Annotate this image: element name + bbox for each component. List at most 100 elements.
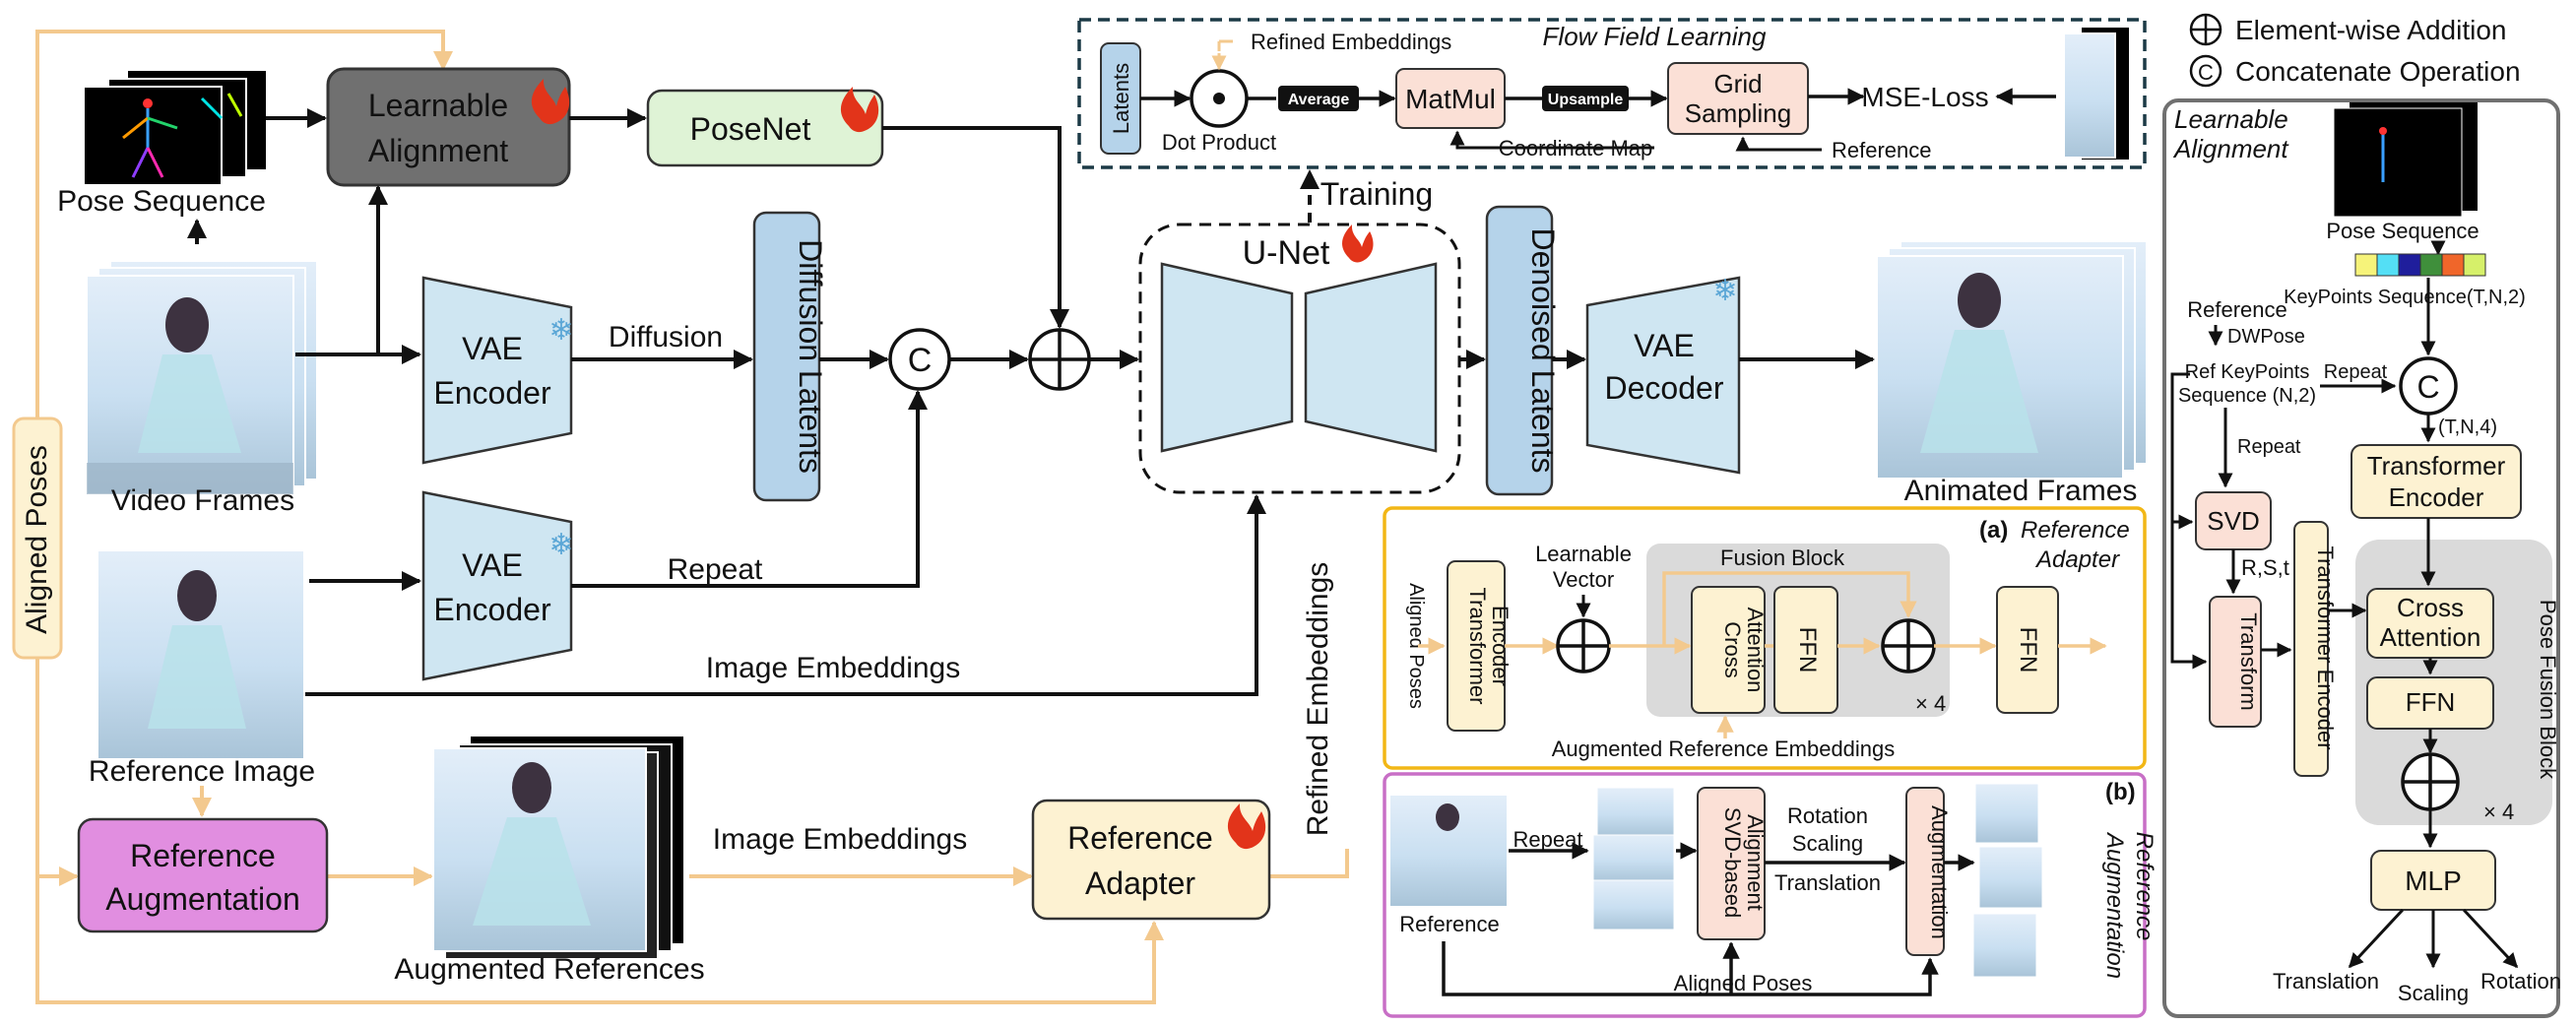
svd-alignment-line1: SVD-based [1720, 807, 1745, 919]
vae-encoder-top: VAE Encoder ❄ [421, 276, 574, 465]
panel-b-repeat-label: Repeat [1513, 827, 1583, 852]
concat-symbol: C [908, 342, 933, 379]
image-embeddings-label: Image Embeddings [706, 652, 961, 684]
panel-b-reference-label: Reference [1399, 912, 1500, 936]
right-reference-label: Reference [2187, 297, 2287, 322]
panel-a-transformer-line1: Transformer [1465, 588, 1490, 705]
keypoint-color-cell [2376, 253, 2400, 277]
pose-sequence-stack [83, 71, 266, 186]
learnable-alignment-line1: Learnable [368, 88, 508, 123]
panel-a-reference-adapter: (a) Reference Adapter Aligned Poses Tran… [1383, 506, 2147, 770]
upsample-label: Upsample [1548, 92, 1624, 108]
vae-encoder-bottom: VAE Encoder ❄ [421, 490, 574, 681]
vae-decoder-line2: Decoder [1605, 370, 1724, 406]
posenet-flame-icon [840, 87, 879, 133]
right-panel-learnable-alignment: Learnable Alignment Pose Sequence KeyPoi… [2162, 98, 2561, 1018]
rotation-label: Rotation [1787, 803, 1868, 828]
transform-label: Transform [2236, 612, 2261, 710]
keypoint-color-cell [2463, 253, 2486, 277]
posenet-block: PoseNet [646, 87, 884, 167]
right-transformer-line2: Encoder [2389, 482, 2484, 512]
flow-latents-label: Latents [1109, 63, 1133, 134]
vae-encoder-top-line1: VAE [462, 331, 523, 366]
panel-b-title-line2: Augmentation [2101, 831, 2128, 979]
panel-a-aligned-poses: Aligned Poses [1405, 583, 1427, 709]
dwpose-label: DWPose [2227, 326, 2305, 348]
pose-sequence-label: Pose Sequence [57, 185, 266, 218]
posenet-label: PoseNet [690, 111, 811, 147]
reference-image-label: Reference Image [89, 755, 315, 788]
flow-field-title: Flow Field Learning [1543, 22, 1767, 51]
panel-b-reference-augmentation: (b) Reference Augmentation Reference Rep… [1383, 772, 2157, 1018]
panel-a-title-line2: Adapter [2034, 546, 2120, 573]
grid-sampling-line1: Grid [1713, 69, 1762, 98]
panel-a-cross-line2: Attention [1743, 608, 1768, 693]
reference-augmentation-line1: Reference [130, 838, 276, 873]
keypoints-sequence-label: KeyPoints Sequence(T,N,2) [2284, 287, 2526, 308]
keypoints-color-bar [2354, 253, 2486, 277]
panel-b-title-line1: Reference [2131, 832, 2157, 941]
grid-sampling-line2: Sampling [1685, 98, 1791, 128]
concat-operator: C [888, 328, 951, 391]
aligned-poses-box: Aligned Poses [12, 417, 63, 660]
ref-keypoints-line1: Ref KeyPoints [2185, 361, 2310, 383]
right-cross-line2: Attention [2380, 622, 2481, 652]
learnable-alignment-block: Learnable Alignment [326, 67, 571, 187]
right-transformer-line1: Transformer [2367, 451, 2506, 481]
unet-flame-icon [1341, 224, 1374, 263]
augmented-ref-embeddings-label: Augmented Reference Embeddings [1552, 737, 1896, 761]
translation-label: Translation [1774, 870, 1881, 895]
animated-frames-stack [1876, 240, 2148, 480]
legend-concat-label: Concatenate Operation [2235, 56, 2521, 87]
coordinate-map-label: Coordinate Map [1499, 136, 1653, 160]
average-label: Average [1288, 92, 1350, 108]
right-scaling-label: Scaling [2398, 981, 2469, 1005]
panel-a-ffn2-label: FFN [2015, 627, 2041, 673]
legend: Element-wise Addition C Concatenate Oper… [2189, 13, 2521, 88]
add-operator [1028, 328, 1091, 391]
unet-block: U-Net [1138, 223, 1461, 494]
snowflake-icon: ❄ [548, 314, 573, 347]
vae-decoder-block: VAE Decoder ❄ [1585, 275, 1741, 475]
right-repeat-2-label: Repeat [2237, 436, 2301, 458]
learnable-alignment-line2: Alignment [368, 133, 508, 168]
aligned-poses-label: Aligned Poses [21, 445, 53, 634]
matmul-label: MatMul [1405, 84, 1496, 114]
reference-adapter-block: Reference Adapter [1031, 799, 1271, 921]
flow-reference-label: Reference [1832, 138, 1932, 162]
ref-keypoints-line2: Sequence (N,2) [2178, 385, 2316, 407]
panel-b-label: (b) [2105, 779, 2136, 805]
diffusion-latents-block: Diffusion Latents [752, 211, 828, 502]
learnable-vector-line2: Vector [1553, 567, 1614, 592]
augmented-references-stack [432, 737, 683, 960]
video-frames-label: Video Frames [111, 484, 294, 517]
reference-adapter-line2: Adapter [1085, 866, 1195, 901]
right-rotation-label: Rotation [2480, 969, 2561, 994]
right-translation-label: Translation [2273, 969, 2379, 994]
reference-adapter-line1: Reference [1067, 820, 1213, 856]
right-ffn-label: FFN [2406, 687, 2456, 717]
svd-label: SVD [2207, 506, 2259, 536]
adapter-flame-icon [1227, 803, 1266, 850]
flow-field-learning-panel: Flow Field Learning Latents Refined Embe… [1077, 18, 2147, 169]
training-label: Training [1320, 176, 1433, 212]
snowflake-icon: ❄ [1712, 275, 1737, 307]
pose-fusion-block-label: Pose Fusion Block [2536, 600, 2560, 780]
vae-encoder-bottom-line1: VAE [462, 547, 523, 583]
right-panel-title-line1: Learnable [2174, 104, 2288, 134]
augmentation-label: Augmentation [1927, 805, 1952, 939]
scaling-label: Scaling [1792, 831, 1863, 856]
reference-augmentation-block: Reference Augmentation [77, 817, 329, 933]
snowflake-icon: ❄ [548, 529, 573, 561]
tn4-label: (T,N,4) [2438, 417, 2497, 438]
repeat-label: Repeat [668, 553, 763, 586]
denoised-latents-label: Denoised Latents [1525, 227, 1561, 473]
right-concat-symbol: C [2416, 369, 2439, 405]
rst-label: R,S,t [2241, 555, 2289, 580]
mse-loss-label: MSE-Loss [1861, 82, 1988, 112]
panel-a-ffn-label: FFN [1794, 627, 1821, 673]
right-transformer-vertical: Transformer Encoder [2313, 545, 2338, 749]
animated-frames-label: Animated Frames [1904, 475, 2138, 507]
legend-addition-label: Element-wise Addition [2235, 15, 2506, 45]
